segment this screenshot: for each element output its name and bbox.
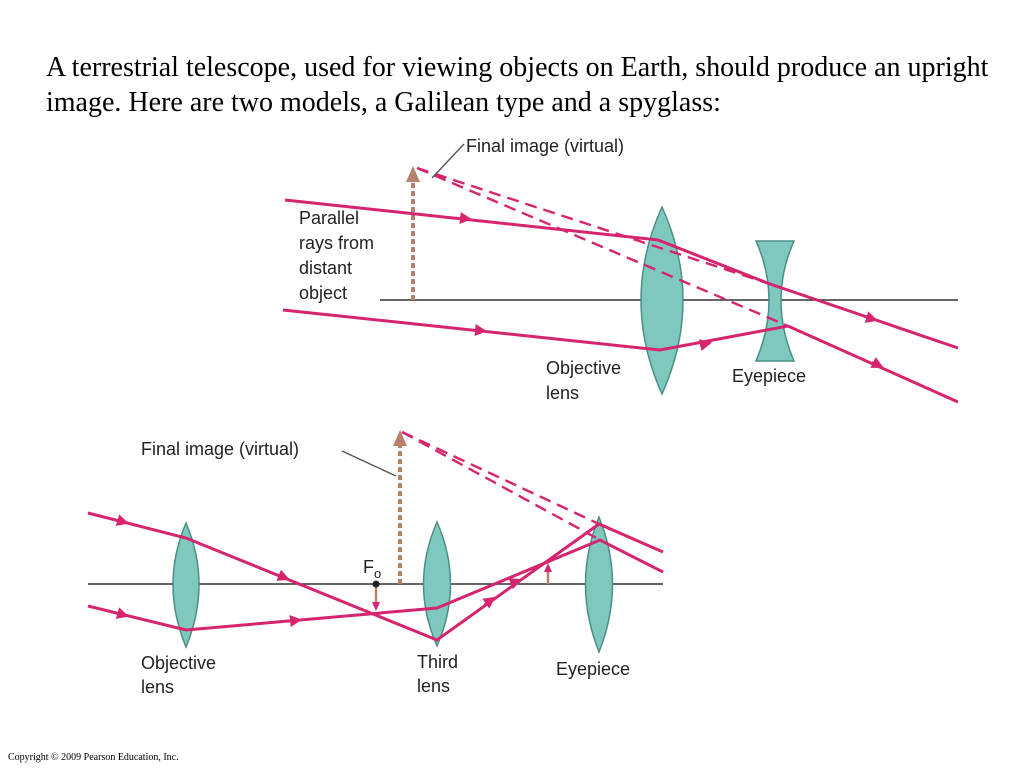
focal-point-dot xyxy=(372,580,380,588)
copyright-notice: Copyright © 2009 Pearson Education, Inc. xyxy=(8,752,179,763)
focal-point-label: Fo xyxy=(363,557,381,581)
third-lens-label-line1: Third xyxy=(417,652,458,672)
galilean-ray-lower xyxy=(282,308,959,404)
parallel-rays-label-line3: distant xyxy=(299,258,352,278)
galilean-objective-label-line1: Objective xyxy=(546,358,621,378)
spyglass-final-image-arrowhead xyxy=(393,430,407,446)
spyglass-ray-extension-1 xyxy=(401,430,600,526)
parallel-rays-label-line1: Parallel xyxy=(299,208,359,228)
spyglass-upright-image-arrowhead xyxy=(544,563,552,572)
parallel-rays-label-line4: object xyxy=(299,283,347,303)
galilean-ray-direction-arrow xyxy=(870,357,884,368)
spyglass-ray-extension-2 xyxy=(401,430,601,542)
spyglass-ray-direction-arrow xyxy=(115,607,129,619)
galilean-eyepiece-label: Eyepiece xyxy=(732,366,806,386)
galilean-objective-label-line2: lens xyxy=(546,383,579,403)
spyglass-ray-direction-arrow xyxy=(289,615,302,627)
parallel-rays-label-line2: rays from xyxy=(299,233,374,253)
spyglass-objective-label-line2: lens xyxy=(141,677,174,697)
spyglass-final-image-callout xyxy=(341,450,397,477)
galilean-ray-upper xyxy=(284,198,959,350)
galilean-ray-direction-arrow xyxy=(459,212,472,224)
spyglass-eyepiece-lens xyxy=(584,514,614,655)
galilean-final-image-arrowhead xyxy=(406,166,420,182)
third-lens-label-line2: lens xyxy=(417,676,450,696)
spyglass-eyepiece-label: Eyepiece xyxy=(556,659,630,679)
spyglass-inverted-image-arrowhead xyxy=(372,602,380,611)
galilean-objective-lens xyxy=(640,205,684,396)
intro-text: A terrestrial telescope, used for viewin… xyxy=(46,52,989,118)
spyglass-ray-direction-arrow xyxy=(276,569,290,581)
spyglass-ray-direction-arrow xyxy=(482,596,496,609)
spyglass-ray-direction-arrow xyxy=(115,514,129,526)
galilean-ray-direction-arrow xyxy=(699,339,712,351)
galilean-ray-extension-2 xyxy=(416,166,789,328)
spyglass-third-lens xyxy=(422,520,452,648)
spyglass-ray-upper xyxy=(87,511,664,642)
galilean-diagram: Final image (virtual) Parallel rays from… xyxy=(282,136,959,404)
spyglass-diagram: Final image (virtual) Fo Objective lens … xyxy=(87,430,664,697)
spyglass-final-image-label: Final image (virtual) xyxy=(141,439,299,459)
galilean-ray-extension-1 xyxy=(416,166,771,286)
galilean-ray-direction-arrow xyxy=(474,324,487,336)
galilean-eyepiece-lens xyxy=(754,240,796,362)
spyglass-ray-direction-arrow xyxy=(508,578,522,590)
spyglass-objective-label-line1: Objective xyxy=(141,653,216,673)
galilean-final-image-callout xyxy=(431,143,465,179)
spyglass-ray-lower xyxy=(87,538,664,632)
galilean-ray-direction-arrow xyxy=(864,311,878,323)
spyglass-objective-lens xyxy=(172,521,200,649)
galilean-final-image-label: Final image (virtual) xyxy=(466,136,624,156)
